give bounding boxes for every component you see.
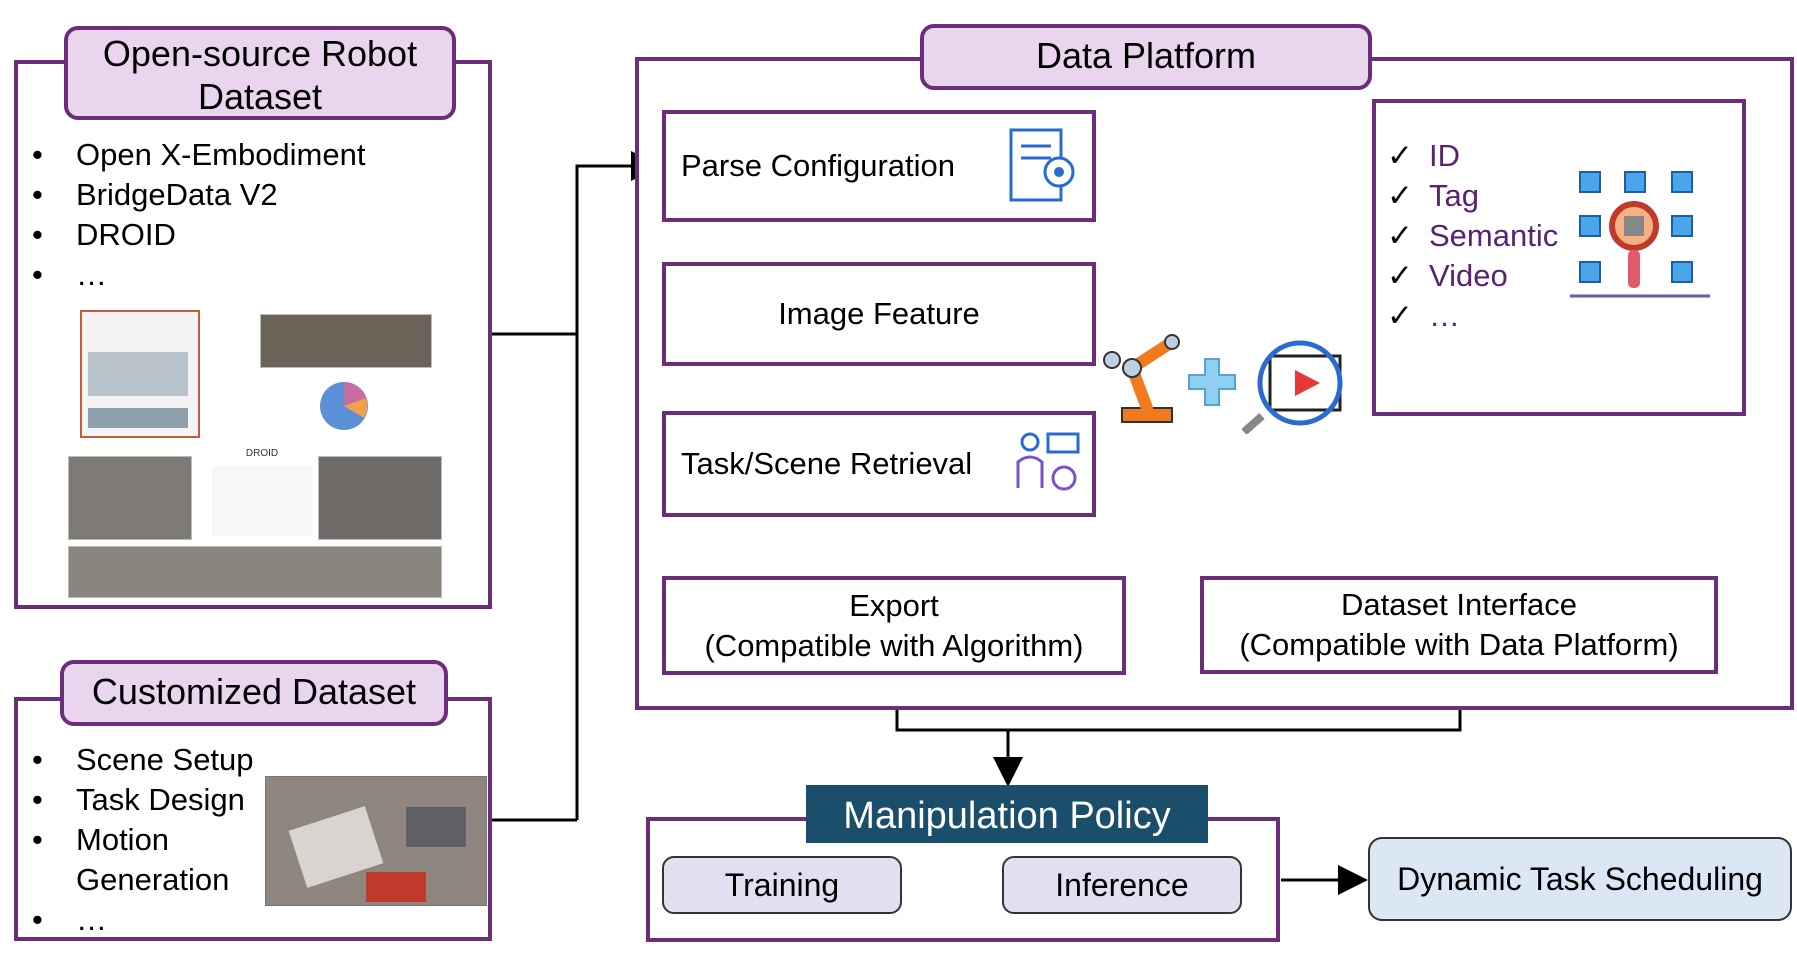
check-item: ✓Semantic: [1387, 218, 1559, 253]
training-pill: Training: [662, 856, 902, 914]
check-item: ✓…: [1387, 298, 1460, 333]
list-item: Scene Setup: [14, 740, 274, 780]
droid-scene-strip: [68, 546, 442, 598]
inference-pill: Inference: [1002, 856, 1242, 914]
dataset-interface-box: Dataset Interface (Compatible with Data …: [1200, 576, 1718, 674]
bridgedata-pie-chart: [320, 382, 368, 430]
customized-dataset-list: Scene Setup Task Design Motion Generatio…: [14, 740, 274, 940]
droid-kitchen-photo-right: [318, 456, 442, 540]
bridgedata-grid: [260, 314, 432, 368]
metadata-checklist: ✓ID ✓Tag ✓Semantic ✓Video ✓…: [1387, 136, 1558, 336]
dynamic-task-scheduling-box: Dynamic Task Scheduling: [1368, 837, 1792, 921]
open-x-poster: [80, 310, 200, 438]
open-source-dataset-list: Open X-Embodiment BridgeData V2 DROID …: [14, 135, 474, 295]
list-item: Task Design: [14, 780, 274, 820]
check-item: ✓Tag: [1387, 178, 1479, 213]
droid-kitchen-photo-left: [68, 456, 192, 540]
list-item: …: [14, 255, 474, 295]
check-item: ✓Video: [1387, 258, 1508, 293]
export-box: Export (Compatible with Algorithm): [662, 576, 1126, 675]
list-item: Open X-Embodiment: [14, 135, 474, 175]
simulation-scene-image: [265, 776, 487, 906]
check-item: ✓ID: [1387, 138, 1460, 173]
droid-stats: [212, 466, 312, 536]
task-scene-retrieval-box: Task/Scene Retrieval: [662, 411, 1096, 517]
magnifier-grid-icon: [1570, 171, 1710, 298]
video-search-icon: [1241, 340, 1343, 434]
list-item: …: [14, 900, 274, 940]
plus-icon: [1188, 358, 1236, 406]
manipulation-policy-title: Manipulation Policy: [806, 785, 1208, 843]
image-feature-box: Image Feature: [662, 262, 1096, 366]
droid-label: DROID: [245, 448, 279, 459]
list-item: DROID: [14, 215, 474, 255]
configuration-document-icon: [1009, 128, 1075, 202]
robot-arm-icon: [1103, 334, 1180, 423]
dataset-collage-image: DROID: [62, 306, 442, 598]
customized-dataset-title: Customized Dataset: [60, 660, 448, 726]
open-source-dataset-title: Open-source Robot Dataset: [64, 26, 456, 120]
parse-configuration-box: Parse Configuration: [662, 110, 1096, 222]
metadata-box: [1372, 99, 1746, 416]
list-item: Motion Generation: [14, 820, 256, 900]
retrieval-person-gear-icon: [1016, 432, 1080, 491]
list-item: BridgeData V2: [14, 175, 474, 215]
data-platform-title: Data Platform: [920, 24, 1372, 90]
